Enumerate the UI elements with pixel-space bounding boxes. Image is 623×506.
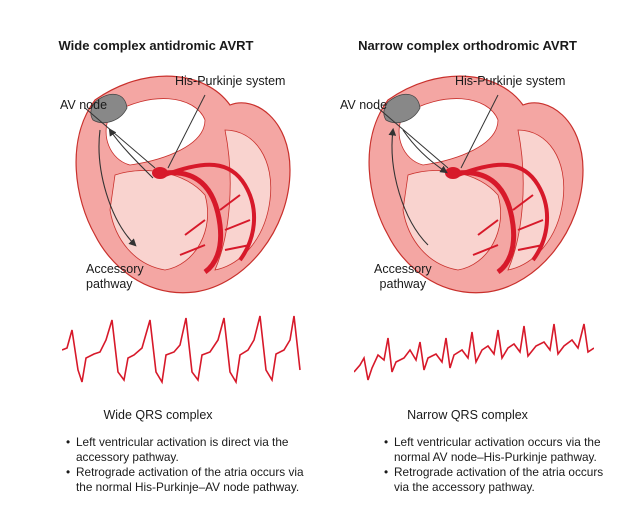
panel-title: Wide complex antidromic AVRT (58, 38, 254, 53)
ecg-caption: Narrow QRS complex (407, 408, 528, 422)
right-bundle-branch (457, 162, 550, 262)
av-node-label: AV node (60, 98, 108, 112)
av-node-label: AV node (340, 98, 388, 112)
atrium-cavity (105, 98, 206, 166)
bullet-item: Left ventricular activation is direct vi… (66, 435, 306, 464)
bullet-item: Retrograde activation of the atria occur… (384, 465, 620, 494)
ecg-waveform (354, 323, 594, 381)
his-purkinje-label: His-Purkinje system (455, 74, 566, 88)
bullet-list: Left ventricular activation is direct vi… (66, 435, 306, 495)
ecg-waveform (62, 315, 301, 385)
panel-antidromic: Wide complex antidromic AVRT His-Purkinj… (0, 0, 312, 506)
activation-arrow-path (402, 129, 448, 174)
panel-title: Narrow complex orthodromic AVRT (358, 38, 577, 53)
activation-arrow-path (108, 128, 154, 179)
purkinje-fibers (472, 194, 544, 256)
av-node-pointer (377, 107, 449, 169)
his-purkinje-label: His-Purkinje system (175, 74, 286, 88)
heart-diagram (368, 75, 584, 294)
activation-arrow-path (98, 129, 137, 247)
ecg-caption: Wide QRS complex (103, 408, 213, 422)
bullet-list: Left ventricular activation occurs via t… (384, 435, 620, 495)
left-bundle-branch (457, 170, 517, 275)
av-node-shape (383, 94, 421, 124)
right-bundle-branch (164, 162, 257, 262)
ecg-trace-narrow (354, 323, 594, 381)
bullet-item: Left ventricular activation occurs via t… (384, 435, 620, 464)
ecg-trace-wide (62, 315, 301, 385)
his-purkinje-pointer (460, 94, 499, 169)
purkinje-fibers (179, 194, 251, 256)
bullet-item: Retrograde activation of the atria occur… (66, 465, 306, 494)
panel-orthodromic: Narrow complex orthodromic AVRT His-Purk… (312, 0, 623, 506)
his-purkinje-pointer (167, 94, 206, 169)
accessory-pathway-label: Accessory pathway (86, 262, 144, 291)
av-node-pointer (84, 107, 156, 169)
heart-diagram (75, 75, 291, 294)
left-bundle-branch (164, 170, 224, 275)
his-bundle (445, 167, 461, 179)
av-node-shape (90, 94, 128, 124)
atrium-cavity (398, 98, 499, 166)
activation-arrow-path (388, 127, 429, 246)
his-bundle (152, 167, 168, 179)
accessory-pathway-label: Accessory pathway (374, 262, 432, 291)
